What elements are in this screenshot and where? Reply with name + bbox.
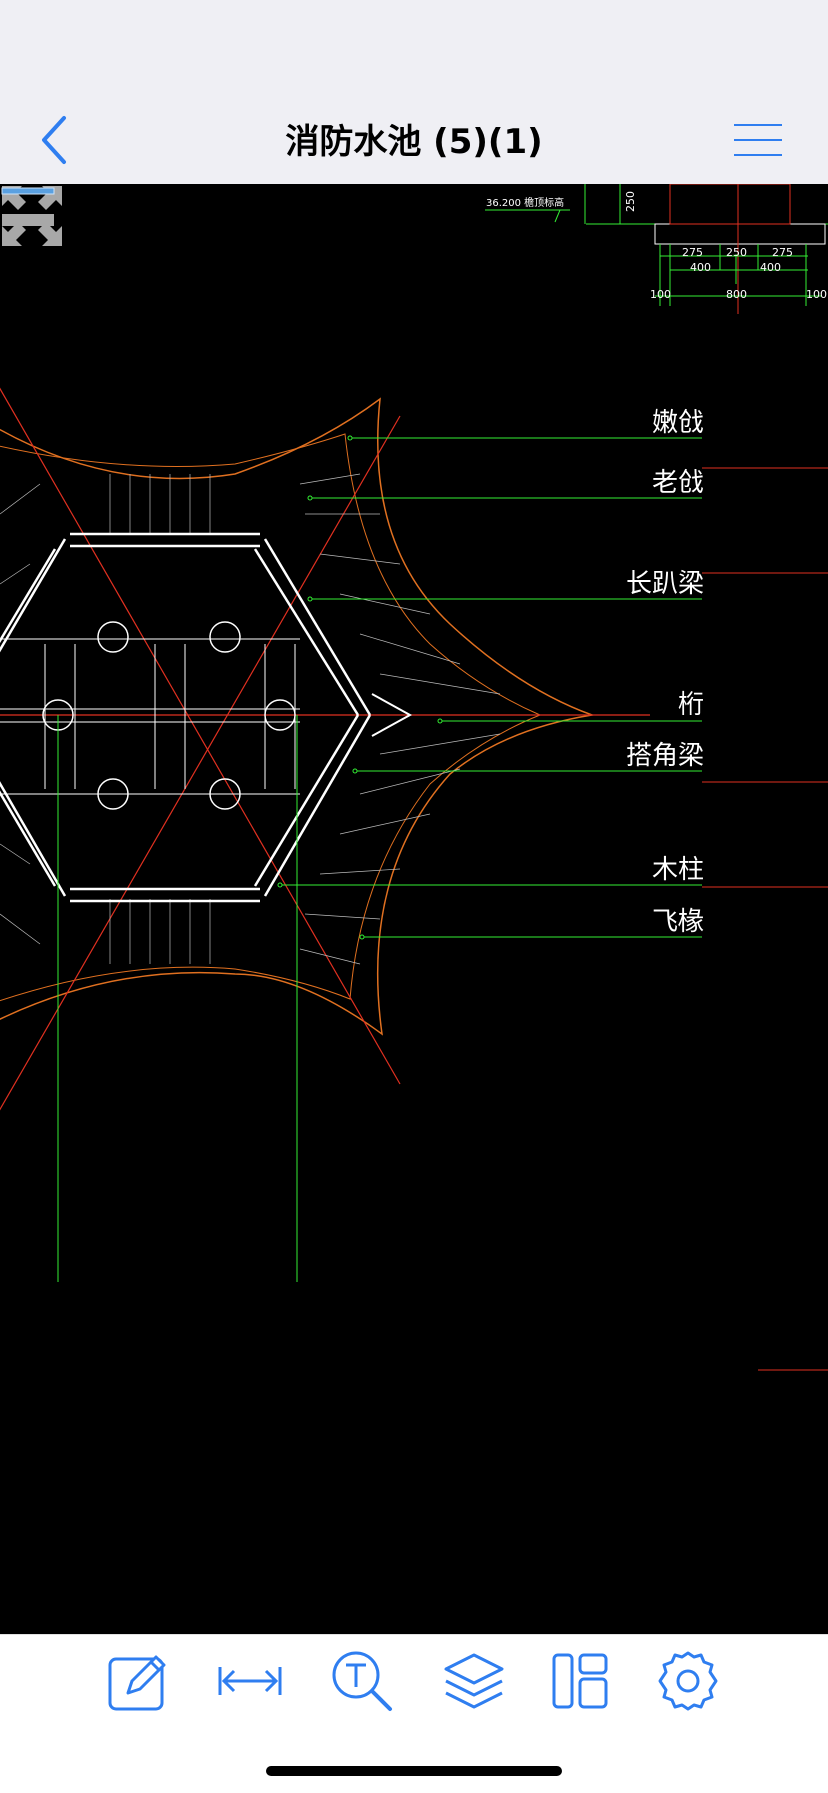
navigation-bar: 消防水池 (5)(1): [0, 0, 828, 185]
layout-icon[interactable]: [548, 1649, 612, 1713]
leader-lines: [277, 435, 702, 940]
back-chevron-icon[interactable]: [36, 112, 76, 168]
cad-drawing: 275 250 275 400 400 100 800 100 250 36.2…: [0, 184, 828, 1371]
roof-plan: [0, 387, 650, 1282]
dim-bottom-1: 100: [650, 288, 671, 301]
page-title: 消防水池 (5)(1): [285, 122, 543, 162]
measure-icon[interactable]: [218, 1649, 282, 1713]
label-nenqiang: 嫩戗: [651, 408, 704, 438]
dim-mid-1: 400: [690, 261, 711, 274]
label-heng: 桁: [677, 690, 704, 720]
dim-bottom-3: 100: [806, 288, 827, 301]
detail-dimensions: 275 250 275 400 400 100 800 100 250 36.2…: [486, 191, 827, 301]
dim-bottom-2: 800: [726, 288, 747, 301]
dim-vertical: 250: [624, 191, 637, 212]
label-changpaliang: 长趴梁: [625, 569, 704, 599]
layers-icon[interactable]: [442, 1649, 506, 1713]
elevation-note: 36.200 檐顶标高: [486, 196, 564, 209]
right-red-marks: [702, 467, 828, 1371]
dim-mid-2: 400: [760, 261, 781, 274]
dim-top-1: 275: [682, 246, 703, 259]
text-search-icon[interactable]: [330, 1649, 394, 1713]
label-muzhu: 木柱: [651, 855, 704, 885]
line-weight-toggle-icon[interactable]: [0, 184, 56, 232]
bottom-toolbar: [0, 1634, 828, 1793]
home-indicator: [266, 1766, 562, 1776]
dim-top-2: 250: [726, 246, 747, 259]
label-laoqiang: 老戗: [651, 468, 704, 498]
dim-top-3: 275: [772, 246, 793, 259]
settings-icon[interactable]: [656, 1649, 720, 1713]
edit-icon[interactable]: [106, 1649, 170, 1713]
cad-drawing-canvas[interactable]: 275 250 275 400 400 100 800 100 250 36.2…: [0, 184, 828, 1634]
label-feichuan: 飞椽: [651, 907, 704, 937]
detail-section: [485, 184, 828, 314]
menu-icon[interactable]: [734, 122, 782, 158]
label-dajiaoliang: 搭角梁: [625, 741, 704, 771]
